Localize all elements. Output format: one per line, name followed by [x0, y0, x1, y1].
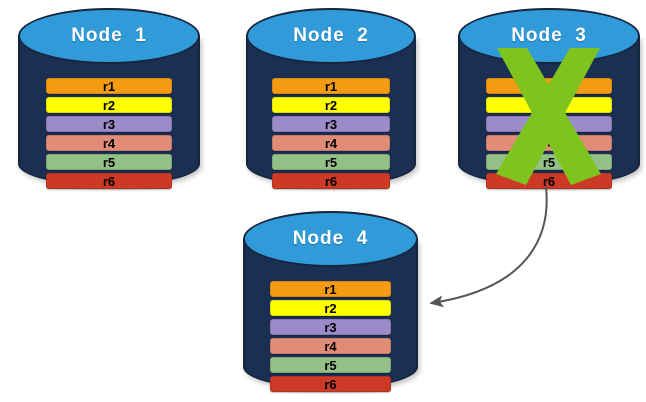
node-2[interactable]: Node 2 r1 r2 r3 r4 r5 r6 — [246, 8, 416, 189]
node-4-cylinder-top — [243, 211, 418, 267]
node-2-row-r3[interactable]: r3 — [272, 116, 390, 132]
node-1-rows: r1 r2 r3 r4 r5 r6 — [46, 78, 172, 189]
node-3-row-r6[interactable]: r6 — [486, 173, 612, 189]
node-2-rows: r1 r2 r3 r4 r5 r6 — [272, 78, 390, 189]
node-3-row-r2[interactable]: r2 — [486, 97, 612, 113]
node-1-cylinder-top — [18, 8, 200, 64]
node-4-row-r6[interactable]: r6 — [270, 376, 391, 392]
node-4-row-r1[interactable]: r1 — [270, 281, 391, 297]
node-4-row-r3[interactable]: r3 — [270, 319, 391, 335]
node-4-row-r5[interactable]: r5 — [270, 357, 391, 373]
node-1-row-r3[interactable]: r3 — [46, 116, 172, 132]
arrow-node3-to-node4 — [429, 186, 548, 308]
node-1[interactable]: Node 1 r1 r2 r3 r4 r5 r6 — [18, 8, 200, 189]
node-4[interactable]: Node 4 r1 r2 r3 r4 r5 r6 — [243, 211, 418, 392]
node-1-row-r4[interactable]: r4 — [46, 135, 172, 151]
node-4-row-r2[interactable]: r2 — [270, 300, 391, 316]
node-3-row-r1[interactable]: r1 — [486, 78, 612, 94]
node-1-row-r1[interactable]: r1 — [46, 78, 172, 94]
node-4-rows: r1 r2 r3 r4 r5 r6 — [270, 281, 391, 392]
node-4-row-r4[interactable]: r4 — [270, 338, 391, 354]
node-2-cylinder-top — [246, 8, 416, 64]
node-3-row-r5[interactable]: r5 — [486, 154, 612, 170]
node-1-row-r5[interactable]: r5 — [46, 154, 172, 170]
node-2-row-r2[interactable]: r2 — [272, 97, 390, 113]
node-2-row-r4[interactable]: r4 — [272, 135, 390, 151]
node-3-row-r3[interactable]: r3 — [486, 116, 612, 132]
node-3-row-r4[interactable]: r4 — [486, 135, 612, 151]
node-2-row-r1[interactable]: r1 — [272, 78, 390, 94]
node-2-row-r5[interactable]: r5 — [272, 154, 390, 170]
node-3[interactable]: Node 3 r1 r2 r3 r4 r5 r6 — [458, 8, 640, 189]
node-3-rows: r1 r2 r3 r4 r5 r6 — [486, 78, 612, 189]
node-1-row-r6[interactable]: r6 — [46, 173, 172, 189]
node-3-cylinder-top — [458, 8, 640, 64]
node-1-row-r2[interactable]: r2 — [46, 97, 172, 113]
node-2-row-r6[interactable]: r6 — [272, 173, 390, 189]
